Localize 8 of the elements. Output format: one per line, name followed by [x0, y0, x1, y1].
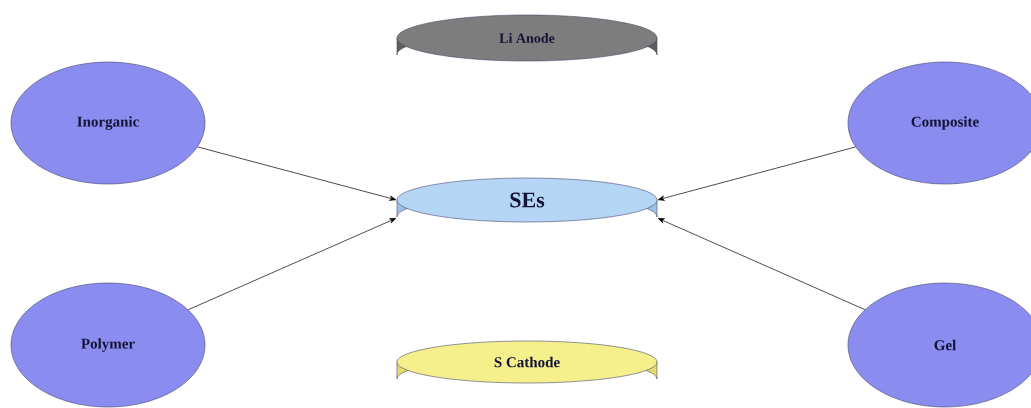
arrow	[657, 218, 866, 310]
arrow	[197, 146, 397, 201]
ellipse-node: Polymer	[10, 282, 206, 408]
ellipse-node: Composite	[847, 61, 1031, 185]
arrow	[187, 218, 397, 311]
ellipse-node: Gel	[847, 282, 1031, 408]
arrow	[657, 146, 856, 201]
ellipse-node: Inorganic	[10, 61, 206, 185]
